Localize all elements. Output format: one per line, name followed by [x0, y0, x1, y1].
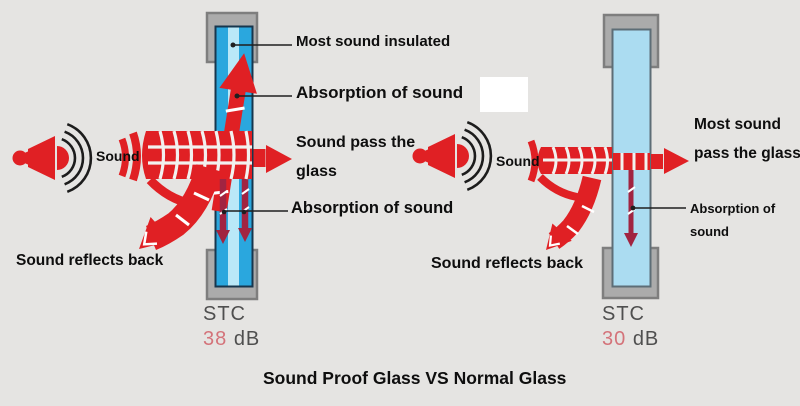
stc-value-right: 30 [602, 328, 627, 350]
label-most-sound-insulated: Most sound insulated [296, 33, 451, 50]
label-sound-pass-the-glass: Sound pass the glass [296, 128, 415, 186]
right-speaker-icon [412, 120, 493, 192]
left-reflect-arrow [139, 164, 222, 250]
label-sound-reflects-back-right: Sound reflects back [431, 255, 584, 272]
label-most-pass-line2: pass the glass [694, 145, 800, 162]
label-absorption-of-sound-right: Absorption of sound [690, 197, 775, 243]
stc-value-left: 38 [203, 328, 228, 350]
left-sound-wave-arrow [118, 130, 292, 182]
label-absorption-of-sound-bottom: Absorption of sound [291, 199, 454, 217]
label-sound-pass-line1: Sound pass the [296, 134, 416, 151]
left-absorption-down-arrows [216, 176, 252, 244]
right-absorption-down-arrow [624, 168, 638, 247]
left-pointer-dots [221, 42, 247, 215]
label-absorption-right-line1: Absorption of [690, 201, 776, 216]
label-sound-right: Sound [496, 153, 540, 169]
white-patch [480, 77, 528, 112]
left-pointer-lines [224, 44, 292, 212]
label-most-pass-line1: Most sound [694, 116, 781, 133]
right-reflect-arrow [537, 174, 602, 250]
diagram-title: Sound Proof Glass VS Normal Glass [263, 368, 567, 388]
label-sound-left: Sound [96, 148, 140, 164]
right-pointer-line [630, 205, 686, 211]
stc-rating-right: STC 30 dB [602, 302, 659, 352]
label-absorption-right-line2: sound [690, 224, 729, 239]
label-absorption-of-sound-top: Absorption of sound [296, 83, 464, 102]
label-sound-reflects-back-left: Sound reflects back [16, 252, 164, 269]
stc-rating-left: STC 38 dB [203, 302, 260, 352]
left-speaker-icon [12, 122, 93, 194]
stc-unit-right: dB [632, 328, 660, 350]
label-most-sound-pass-the-glass: Most sound pass the glass [694, 110, 800, 168]
stc-label-right: STC [602, 303, 645, 325]
stc-unit-left: dB [233, 328, 261, 350]
label-sound-pass-line2: glass [296, 163, 337, 180]
right-sound-wave-arrow [527, 139, 689, 183]
stc-label-left: STC [203, 303, 246, 325]
